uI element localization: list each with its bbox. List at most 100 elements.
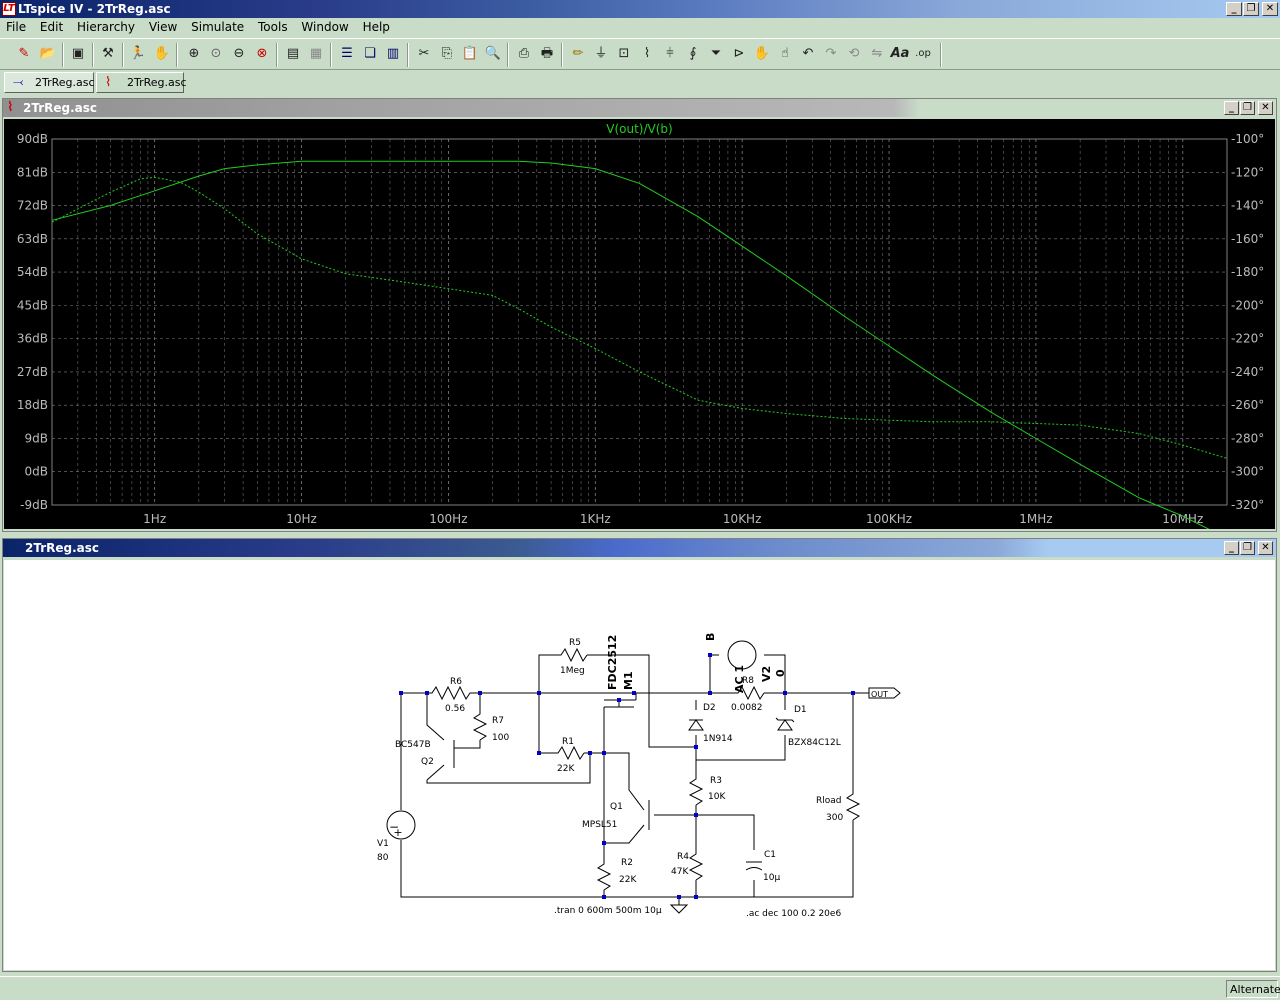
x-tick-label: 100Hz: [429, 512, 467, 526]
label-q2: Q2: [421, 757, 434, 767]
y-left-tick-label: 36dB: [17, 332, 48, 346]
y-right-tick-label: -320°: [1231, 498, 1264, 512]
status-bar: Alternate: [0, 976, 1280, 1000]
resistor-r6: [427, 685, 477, 701]
label-net-icon[interactable]: ⊡: [618, 46, 630, 61]
inductor-icon[interactable]: ∮: [689, 46, 697, 61]
autorange-icon[interactable]: ▤: [286, 46, 300, 61]
label-d2: D2: [703, 703, 716, 713]
zoom-out-icon[interactable]: ⊖: [233, 46, 245, 61]
spice-directive-icon[interactable]: .op: [915, 48, 931, 59]
label-r4-value: 47K: [671, 867, 689, 877]
label-v2: V2: [760, 666, 773, 682]
open-icon[interactable]: 📂: [39, 46, 57, 61]
menu-window[interactable]: Window: [301, 20, 349, 34]
menu-tools[interactable]: Tools: [258, 20, 288, 34]
redo-icon[interactable]: ↷: [825, 46, 837, 61]
restore-icon[interactable]: ❐: [1243, 2, 1259, 16]
label-m1: M1: [622, 671, 635, 690]
grid-icon[interactable]: ▦: [309, 46, 323, 61]
pan-icon[interactable]: ⊙: [210, 46, 222, 61]
y-right-tick-label: -160°: [1231, 232, 1264, 246]
toolbar: ✎ 📂 ▣ ⚒ 🏃 ✋ ⊕ ⊙ ⊖ ⊗ ▤ ▦ ☰ ❏ ▥ ✂ ⎘ 📋 🔍 ⎙ …: [0, 38, 1280, 70]
new-schematic-icon[interactable]: ✎: [18, 46, 30, 61]
capacitor-icon[interactable]: ⫩: [666, 46, 674, 61]
y-left-tick-label: -9dB: [20, 498, 48, 512]
resistor-rload: [845, 790, 861, 821]
label-b: B: [704, 633, 717, 641]
resistor-icon[interactable]: ⌇: [643, 46, 651, 61]
schematic-close-icon[interactable]: ✕: [1258, 541, 1273, 555]
tab-schematic[interactable]: ⤙ 2TrReg.asc: [4, 72, 95, 93]
plot-restore-icon[interactable]: ❐: [1240, 101, 1255, 115]
schematic-minimize-icon[interactable]: _: [1224, 541, 1239, 555]
y-right-tick-label: -260°: [1231, 398, 1264, 412]
tile-horizontal-icon[interactable]: ☰: [341, 46, 353, 61]
spice-directive-tran: .tran 0 600m 500m 10µ: [554, 906, 662, 916]
control-panel-icon[interactable]: ⚒: [102, 46, 114, 61]
x-tick-label: 10KHz: [723, 512, 761, 526]
plot-close-icon[interactable]: ✕: [1258, 101, 1273, 115]
mirror-icon[interactable]: ⇋: [871, 46, 883, 61]
waveform-icon: ⌇: [7, 100, 14, 115]
tab-waveform[interactable]: ⌇ 2TrReg.asc: [96, 72, 187, 93]
close-icon[interactable]: ✕: [1262, 2, 1278, 16]
ground-icon[interactable]: ⏚: [594, 46, 608, 61]
plot-minimize-icon[interactable]: _: [1224, 101, 1239, 115]
find-icon[interactable]: 🔍: [484, 46, 502, 61]
menu-hierarchy[interactable]: Hierarchy: [77, 20, 136, 34]
component-labels: R6 0.56 R7 100 R5 1Meg R1 22K BC547B Q2 …: [377, 638, 888, 919]
x-tick-label: 1MHz: [1019, 512, 1052, 526]
drag-icon[interactable]: ☝: [781, 46, 789, 61]
diode-icon[interactable]: ⏷: [710, 46, 722, 61]
y-right-tick-label: -180°: [1231, 265, 1264, 279]
menu-simulate[interactable]: Simulate: [191, 20, 245, 34]
bode-plot[interactable]: 90dB81dB72dB63dB54dB45dB36dB27dB18dB9dB0…: [4, 119, 1275, 529]
label-v2-ac: AC 1: [733, 665, 746, 693]
paste-icon[interactable]: 📋: [461, 46, 479, 61]
label-r7: R7: [492, 716, 504, 726]
draw-wire-icon[interactable]: ✏: [572, 46, 584, 61]
undo-icon[interactable]: ↶: [802, 46, 814, 61]
y-left-tick-label: 18dB: [17, 398, 48, 412]
label-r2-value: 22K: [619, 875, 637, 885]
x-tick-label: 100KHz: [866, 512, 912, 526]
run-icon[interactable]: 🏃: [129, 46, 147, 61]
component-icon[interactable]: ⊳: [733, 46, 745, 61]
rotate-icon[interactable]: ⟲: [848, 46, 860, 61]
move-icon[interactable]: ✋: [753, 46, 771, 61]
menu-edit[interactable]: Edit: [39, 20, 64, 34]
y-left-tick-label: 72dB: [17, 199, 48, 213]
print-icon[interactable]: 🖶: [540, 46, 554, 61]
tab-waveform-label: 2TrReg.asc: [127, 76, 187, 89]
zoom-fit-icon[interactable]: ⊗: [256, 46, 268, 61]
x-tick-label: 10Hz: [286, 512, 317, 526]
app-titlebar: LT LTspice IV - 2TrReg.asc _ ❐ ✕: [0, 0, 1280, 18]
minimize-icon[interactable]: _: [1226, 2, 1242, 16]
label-q1-value: MPSL51: [582, 820, 617, 830]
copy-icon[interactable]: ⎘: [441, 46, 453, 61]
text-icon[interactable]: Aa: [890, 46, 910, 61]
voltage-source-v2: [727, 640, 757, 670]
schematic-canvas[interactable]: R6 0.56 R7 100 R5 1Meg R1 22K BC547B Q2 …: [4, 560, 1275, 970]
tile-vertical-icon[interactable]: ▥: [386, 46, 400, 61]
menu-file[interactable]: File: [6, 20, 27, 34]
menu-view[interactable]: View: [148, 20, 178, 34]
zoom-in-icon[interactable]: ⊕: [188, 46, 200, 61]
print-preview-icon[interactable]: ⎙: [518, 46, 530, 61]
spice-directive-ac: .ac dec 100 0.2 20e6: [746, 909, 841, 919]
schematic-restore-icon[interactable]: ❐: [1240, 541, 1255, 555]
cut-icon[interactable]: ✂: [418, 46, 430, 61]
save-icon[interactable]: ▣: [71, 46, 85, 61]
label-r3: R3: [710, 776, 722, 786]
y-right-tick-label: -220°: [1231, 332, 1264, 346]
voltage-source-v1: [386, 810, 416, 840]
status-mode: Alternate: [1226, 980, 1280, 998]
menu-help[interactable]: Help: [362, 20, 390, 34]
label-r5: R5: [569, 638, 581, 648]
halt-icon[interactable]: ✋: [153, 46, 171, 61]
resistor-r4: [688, 850, 704, 881]
diode-d2: [688, 719, 704, 731]
cascade-icon[interactable]: ❏: [364, 46, 376, 61]
